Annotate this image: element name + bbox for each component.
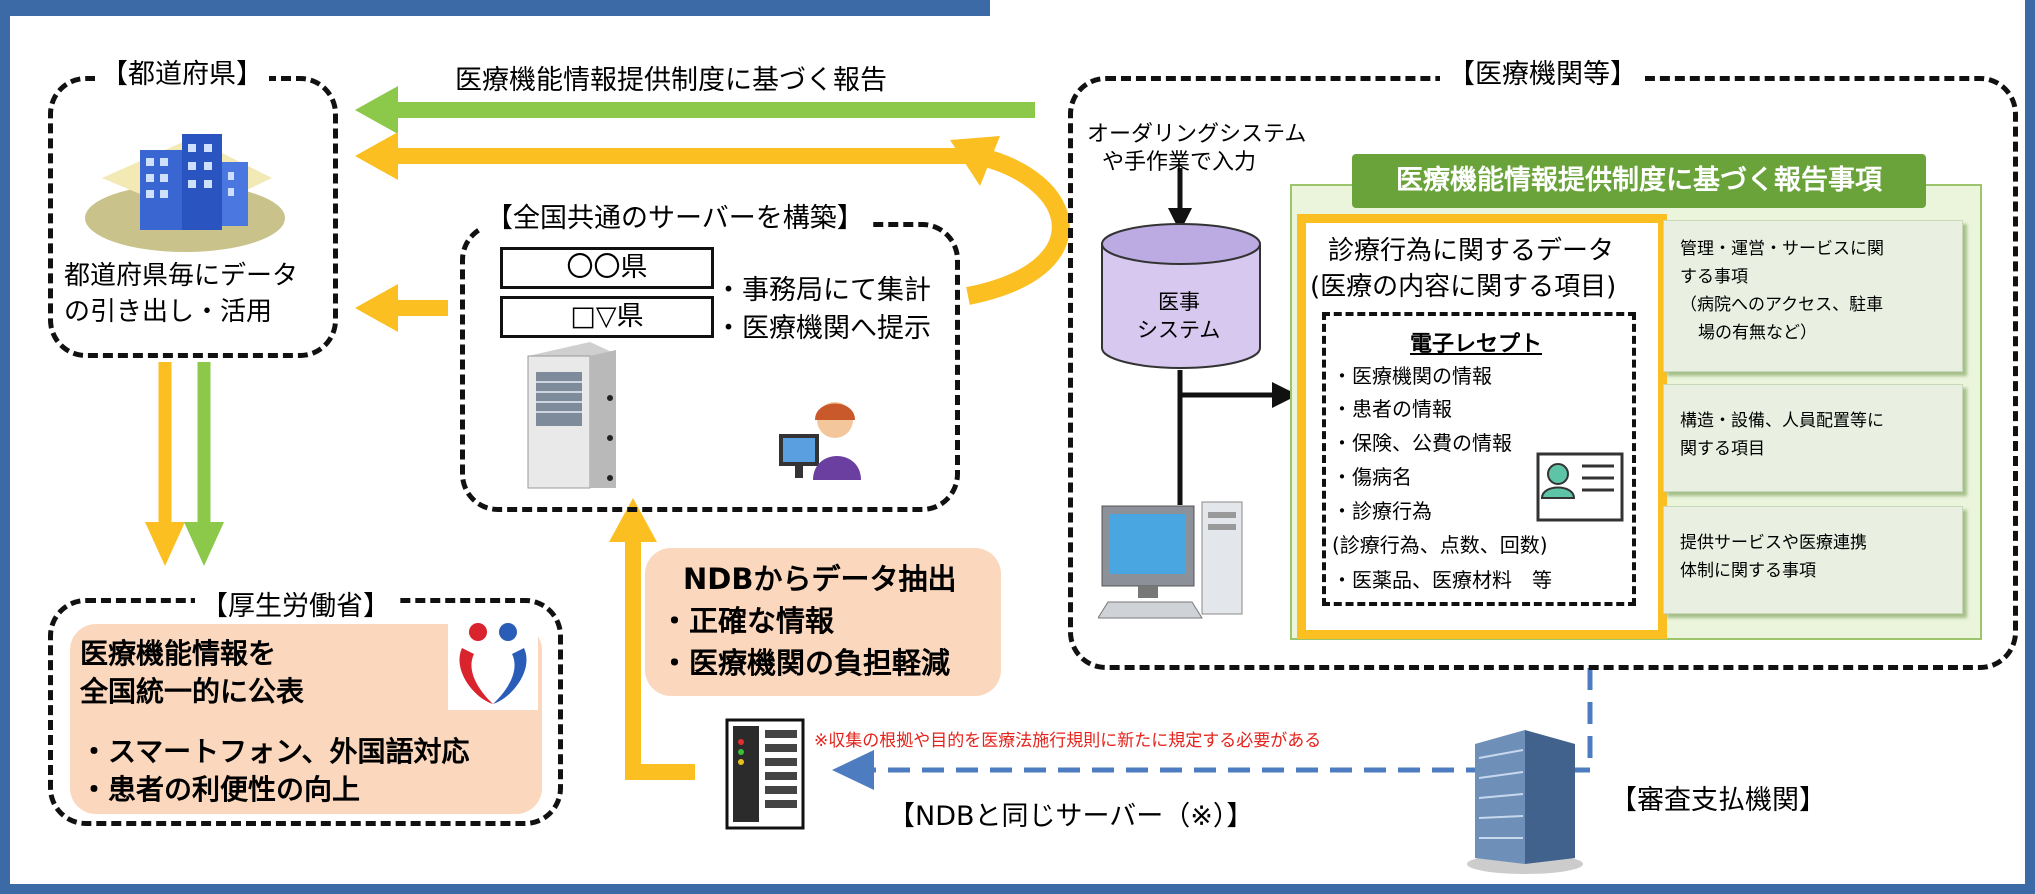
- building-icon: [85, 134, 285, 252]
- note-structure-line-1: 構造・設備、人員配置等に: [1680, 411, 1884, 431]
- prefecture-caption-1: 都道府県毎にデータ: [64, 261, 299, 291]
- mhlw-header: 【厚生労働省】: [195, 584, 396, 623]
- server-note-1: ・事務局にて集計: [715, 275, 931, 306]
- mhlw-bullet-2: ・患者の利便性の向上: [80, 773, 361, 806]
- mhlw-line-1: 医療機能情報を: [80, 637, 277, 670]
- input-note-2: や手作業で入力: [1102, 150, 1257, 175]
- medical-header: 【医療機関等】: [1440, 52, 1645, 91]
- note-management-line-1: 管理・運営・サービスに関: [1680, 239, 1884, 259]
- receipt-item-6: (診療行為、点数、回数): [1332, 533, 1548, 557]
- blue-dashed-arrow: [870, 668, 1593, 773]
- id-card-icon: [1536, 452, 1624, 522]
- yellow-top-arrowhead: [355, 132, 398, 180]
- clinical-title-2: (医療の内容に関する項目): [1310, 272, 1617, 302]
- frame-bottom: [0, 884, 2035, 894]
- server-tower-icon: [527, 342, 616, 489]
- note-services: 提供サービスや医療連携 体制に関する事項: [1663, 506, 1963, 614]
- blue-dashed-arrowhead: [832, 750, 874, 790]
- header-tab: [0, 0, 990, 16]
- db-label-2: システム: [1137, 318, 1221, 342]
- db-to-receipt-arrowhead: [1272, 382, 1298, 408]
- ndb-server-note: ※収集の根拠や目的を医療法施行規則に新たに規定する必要がある: [814, 731, 1322, 751]
- server-row-1: 〇〇県: [500, 247, 714, 289]
- review-label: 【審査支払機関】: [1610, 785, 1826, 816]
- green-down-arrowhead: [184, 522, 224, 566]
- report-arrow-label: 医療機能情報提供制度に基づく報告: [455, 65, 887, 96]
- receipt-title: 電子レセプト: [1410, 332, 1543, 357]
- note-management: 管理・運営・サービスに関 する事項 （病院へのアクセス、駐車 場の有無など）: [1663, 220, 1963, 372]
- ndb-server-label: 【NDBと同じサーバー（※）】: [888, 801, 1254, 832]
- yellow-ndb-up-arrow: [625, 540, 695, 780]
- database-icon: [1101, 223, 1261, 369]
- ndb-extract-bullet-2: ・医療機関の負担軽減: [660, 646, 951, 680]
- note-management-line-4: 場の有無など）: [1698, 323, 1817, 343]
- mhlw-logo-icon: [448, 614, 538, 710]
- yellow-server-prefecture-arrowhead: [355, 284, 398, 332]
- note-structure: 構造・設備、人員配置等に 関する項目: [1663, 384, 1963, 492]
- prefecture-header: 【都道府県】: [95, 52, 269, 91]
- mhlw-line-2: 全国統一的に公表: [80, 675, 305, 708]
- receipt-item-3: ・保険、公費の情報: [1332, 431, 1512, 455]
- receipt-item-4: ・傷病名: [1332, 465, 1412, 489]
- yellow-curve-arrow: [966, 147, 1070, 305]
- clinical-title-1: 診療行為に関するデータ: [1328, 236, 1615, 266]
- input-note-1: オーダリングシステム: [1087, 122, 1307, 147]
- note-services-line-1: 提供サービスや医療連携: [1680, 533, 1867, 553]
- frame-right: [2025, 0, 2035, 894]
- db-label-1: 医事: [1158, 290, 1200, 314]
- operator-icon: [779, 402, 861, 480]
- receipt-box: [1322, 312, 1636, 606]
- yellow-down-arrowhead: [145, 522, 185, 566]
- server-header: 【全国共通のサーバーを構築】: [480, 196, 870, 235]
- prefecture-caption-2: の引き出し・活用: [64, 297, 273, 327]
- office-building-icon: [1467, 730, 1583, 874]
- server-row-2: □▽県: [500, 296, 714, 338]
- ndb-extract-bullet-1: ・正確な情報: [660, 604, 835, 638]
- receipt-item-7: ・医薬品、医療材料 等: [1332, 568, 1552, 592]
- input-arrowhead: [1168, 208, 1192, 232]
- green-report-arrowhead: [355, 86, 398, 134]
- note-management-line-3: （病院へのアクセス、駐車: [1680, 295, 1884, 315]
- server-note-2: ・医療機関へ提示: [715, 313, 931, 344]
- ndb-server-icon: [725, 718, 805, 830]
- report-items-title: 医療機能情報提供制度に基づく報告事項: [1352, 154, 1926, 208]
- yellow-ndb-up-arrowhead: [609, 498, 657, 542]
- mhlw-bullet-1: ・スマートフォン、外国語対応: [80, 735, 470, 768]
- note-structure-line-2: 関する項目: [1680, 439, 1765, 459]
- yellow-curve-arrowhead: [950, 136, 1000, 186]
- ndb-extract-title: NDBからデータ抽出: [683, 562, 957, 596]
- frame-left: [0, 0, 10, 894]
- note-management-line-2: する事項: [1680, 267, 1748, 287]
- receipt-item-1: ・医療機関の情報: [1332, 364, 1492, 388]
- receipt-item-5: ・診療行為: [1332, 499, 1432, 523]
- receipt-item-2: ・患者の情報: [1332, 397, 1452, 421]
- computer-icon: [1098, 501, 1243, 619]
- ndb-extract-panel: [645, 548, 1001, 696]
- clinical-data-box: [1297, 214, 1667, 639]
- note-services-line-2: 体制に関する事項: [1680, 561, 1816, 581]
